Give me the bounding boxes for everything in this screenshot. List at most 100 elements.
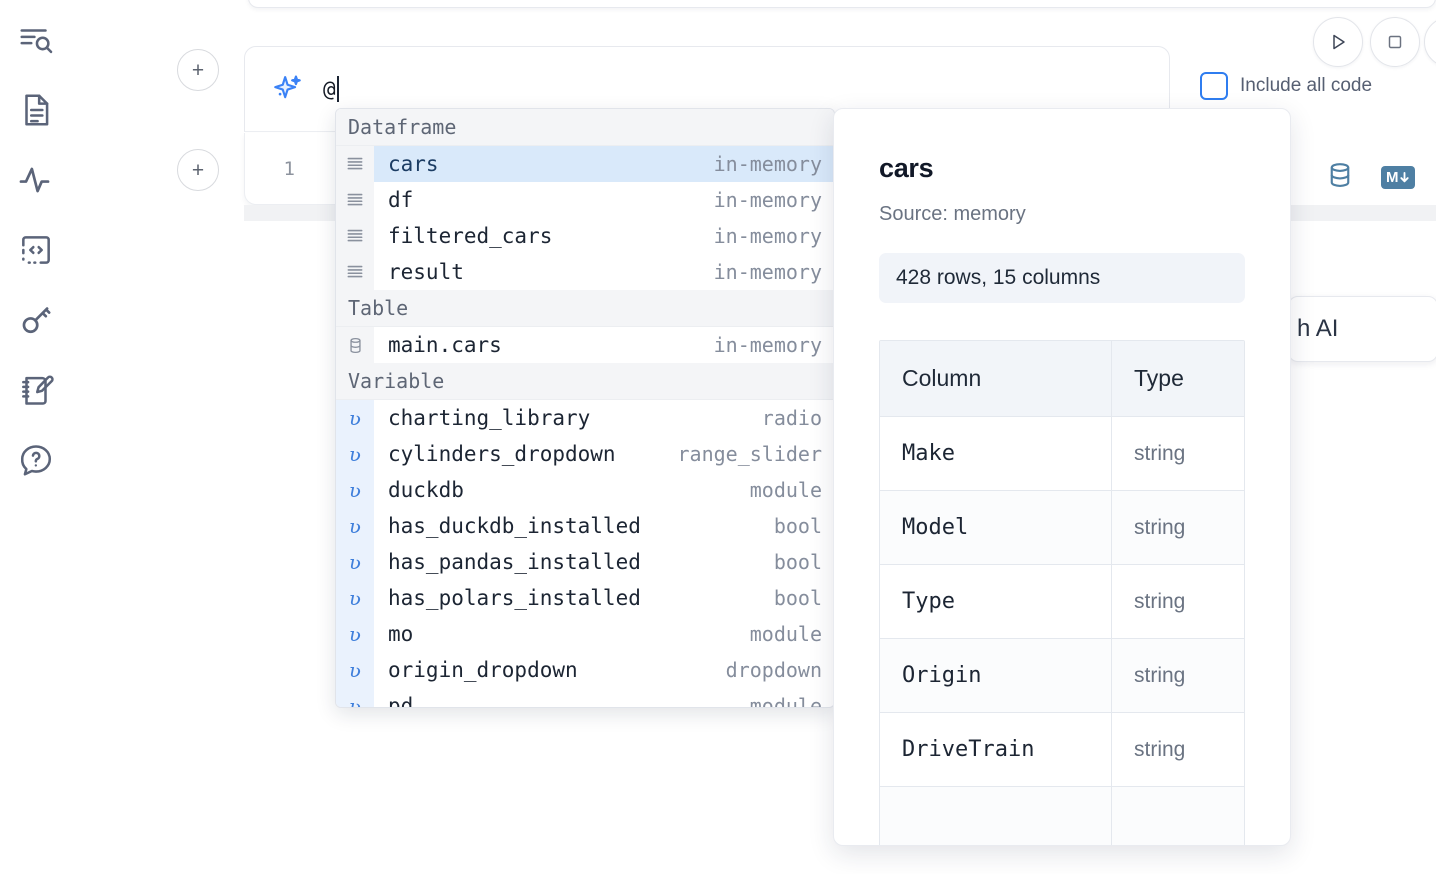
cell-toolbar: M (1325, 160, 1415, 195)
variable-icon: ʋ (336, 400, 374, 436)
autocomplete-item-type: dropdown (725, 658, 822, 682)
file-explorer-search-icon[interactable] (14, 18, 58, 62)
autocomplete-item-name: df (388, 188, 414, 212)
autocomplete-item-type: radio (761, 406, 822, 430)
key-secrets-icon[interactable] (14, 298, 58, 342)
autocomplete-item-name: filtered_cars (388, 224, 553, 248)
dataframe-icon (336, 254, 374, 290)
stop-button[interactable] (1370, 17, 1420, 67)
code-snippets-icon[interactable] (14, 228, 58, 272)
autocomplete-item-name: has_pandas_installed (388, 550, 641, 574)
autocomplete-item-name: origin_dropdown (388, 658, 578, 682)
autocomplete-item-name: has_polars_installed (388, 586, 641, 610)
ai-prompt-input-wrap[interactable]: @ (305, 47, 1169, 131)
autocomplete-item-name: charting_library (388, 406, 591, 430)
plus-icon: + (191, 58, 205, 82)
preview-column-type: string (1134, 737, 1186, 761)
activity-pulse-icon[interactable] (14, 158, 58, 202)
run-button[interactable] (1313, 17, 1363, 67)
preview-table-header-cell: Column (880, 341, 1112, 416)
autocomplete-item[interactable]: ʋ origin_dropdown dropdown (336, 652, 834, 688)
preview-title: cars (879, 153, 934, 183)
preview-column-name: DriveTrain (880, 713, 1112, 786)
autocomplete-section-header: Dataframe (336, 109, 834, 146)
dataframe-icon (336, 146, 374, 182)
table-icon (336, 327, 374, 363)
autocomplete-item-name: cylinders_dropdown (388, 442, 616, 466)
autocomplete-section-header: Variable (336, 363, 834, 400)
autocomplete-item-body: has_polars_installed bool (374, 580, 834, 616)
autocomplete-item-name: has_duckdb_installed (388, 514, 641, 538)
preview-table-row: DriveTrain string (880, 713, 1244, 787)
autocomplete-item[interactable]: ʋ has_duckdb_installed bool (336, 508, 834, 544)
scratchpad-edit-icon[interactable] (14, 368, 58, 412)
autocomplete-item-body: duckdb module (374, 472, 834, 508)
text-cursor (336, 76, 339, 102)
preview-column-type: string (1134, 589, 1186, 613)
autocomplete-item-type: module (749, 478, 822, 502)
variable-icon: ʋ (336, 652, 374, 688)
autocomplete-item[interactable]: ʋ charting_library radio (336, 400, 834, 436)
variable-icon: ʋ (336, 508, 374, 544)
autocomplete-item-body: filtered_cars in-memory (374, 218, 834, 254)
autocomplete-item-type: bool (773, 586, 822, 610)
sidebar-rail (0, 0, 72, 874)
preview-source: Source: memory (879, 203, 1026, 225)
ai-sparkle-icon (271, 72, 305, 106)
markdown-icon[interactable]: M (1381, 166, 1415, 189)
add-cell-button-bottom[interactable]: + (177, 149, 219, 191)
autocomplete-item-type: in-memory (713, 333, 822, 357)
database-icon[interactable] (1325, 160, 1355, 195)
autocomplete-item-type: bool (773, 514, 822, 538)
overflow-button[interactable] (1424, 17, 1436, 67)
autocomplete-item-body: origin_dropdown dropdown (374, 652, 834, 688)
preview-column-type: string (1134, 663, 1186, 687)
autocomplete-item[interactable]: ʋ has_polars_installed bool (336, 580, 834, 616)
autocomplete-item-type: in-memory (713, 260, 822, 284)
include-all-code-checkbox[interactable] (1200, 72, 1228, 100)
ai-suggestion-card[interactable]: h AI (1288, 296, 1436, 362)
autocomplete-item-type: in-memory (713, 224, 822, 248)
autocomplete-item-type: module (749, 622, 822, 646)
autocomplete-item-type: in-memory (713, 152, 822, 176)
code-line-number: 1 (283, 157, 295, 180)
autocomplete-item-name: duckdb (388, 478, 464, 502)
include-all-code-toggle[interactable]: Include all code (1200, 72, 1372, 100)
autocomplete-item-body: mo module (374, 616, 834, 652)
ai-prompt-input[interactable]: @ (323, 77, 336, 101)
variable-icon: ʋ (336, 580, 374, 616)
preview-column-type (1112, 787, 1244, 845)
help-chat-icon[interactable] (14, 438, 58, 482)
document-icon[interactable] (14, 88, 58, 132)
variable-icon: ʋ (336, 616, 374, 652)
autocomplete-item[interactable]: filtered_cars in-memory (336, 218, 834, 254)
preview-column-name: Make (880, 417, 1112, 490)
preview-column-name: Model (880, 491, 1112, 564)
autocomplete-item-name: mo (388, 622, 414, 646)
preview-column-name: Origin (880, 639, 1112, 712)
variable-icon: ʋ (336, 472, 374, 508)
autocomplete-item-body: charting_library radio (374, 400, 834, 436)
variable-icon: ʋ (336, 544, 374, 580)
add-cell-button-top[interactable]: + (177, 49, 219, 91)
markdown-icon-letter: M (1386, 169, 1399, 186)
